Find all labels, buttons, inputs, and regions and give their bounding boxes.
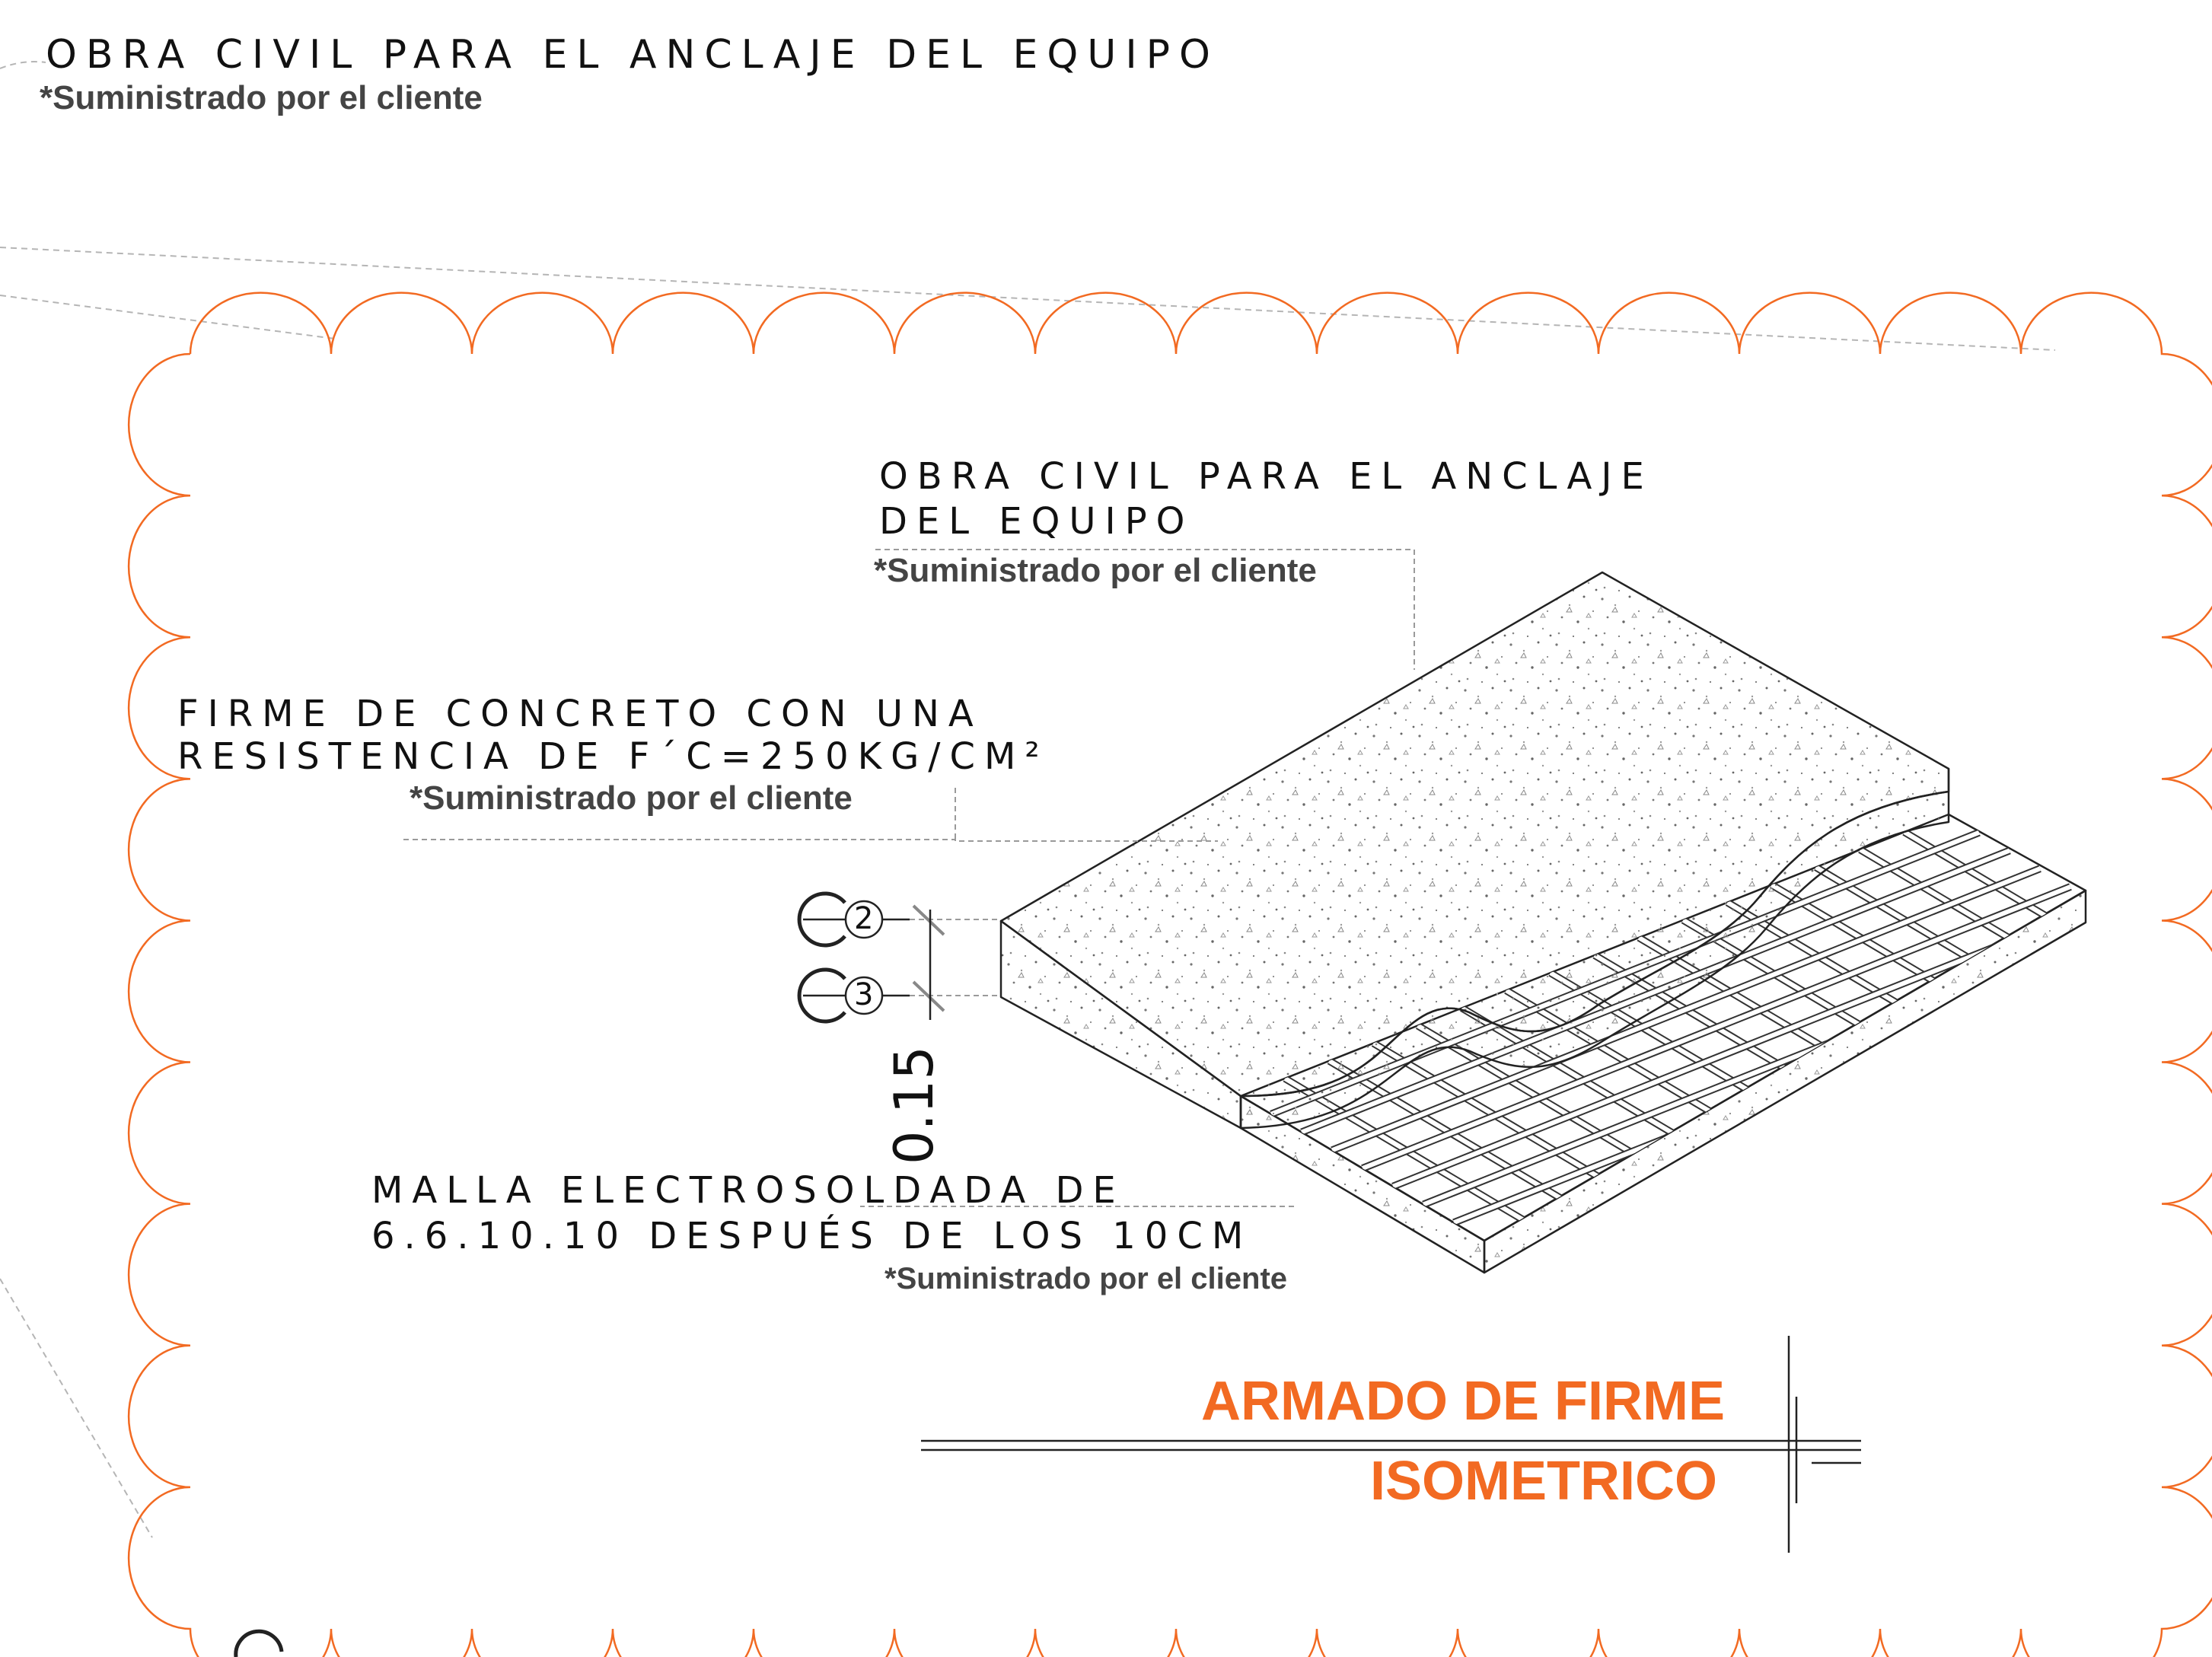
anchor-label-line1: OBRA CIVIL PARA EL ANCLAJE <box>879 455 1653 498</box>
title-block-lines <box>921 1336 1861 1553</box>
level-marker-lower <box>797 967 945 1024</box>
concrete-slab <box>999 571 2087 1274</box>
guide-lines <box>0 61 2056 1538</box>
mesh-label-line2: 6.6.10.10 DESPUÉS DE LOS 10CM <box>371 1215 1253 1257</box>
mesh-wire-inner <box>1331 866 2041 1153</box>
leader-lines <box>403 549 1415 1207</box>
marker-lower-number: 3 <box>854 977 874 1012</box>
dimension-label: 0.15 <box>883 1046 945 1165</box>
marker-upper-number: 2 <box>854 901 874 936</box>
partial-marker-icon <box>234 1629 284 1657</box>
slab-label-line1: FIRME DE CONCRETO CON UNA <box>177 693 983 735</box>
mesh-label-line1: MALLA ELECTROSOLDADA DE <box>371 1169 1125 1212</box>
slab-side-face <box>1239 767 1950 1130</box>
slab-label-note: *Suministrado por el cliente <box>410 779 853 817</box>
anchor-label-note: *Suministrado por el cliente <box>874 552 1317 589</box>
level-marker-upper <box>797 891 945 948</box>
drawing-title-line2: ISOMETRICO <box>1370 1451 1718 1512</box>
mesh-wire-inner <box>1361 884 2072 1171</box>
mesh-layer-side <box>1483 889 2087 1274</box>
revision-cloud <box>127 292 2212 1657</box>
slab-label-line2: RESISTENCIA DE F´C=250KG/CM² <box>177 735 1049 778</box>
header-title: OBRA CIVIL PARA EL ANCLAJE DEL EQUIPO <box>46 32 1219 78</box>
anchor-label-line2: DEL EQUIPO <box>879 500 1194 543</box>
drawing-title-line1: ARMADO DE FIRME <box>1201 1371 1725 1432</box>
mesh-label-note: *Suministrado por el cliente <box>884 1262 1288 1295</box>
header-note: *Suministrado por el cliente <box>40 79 483 116</box>
